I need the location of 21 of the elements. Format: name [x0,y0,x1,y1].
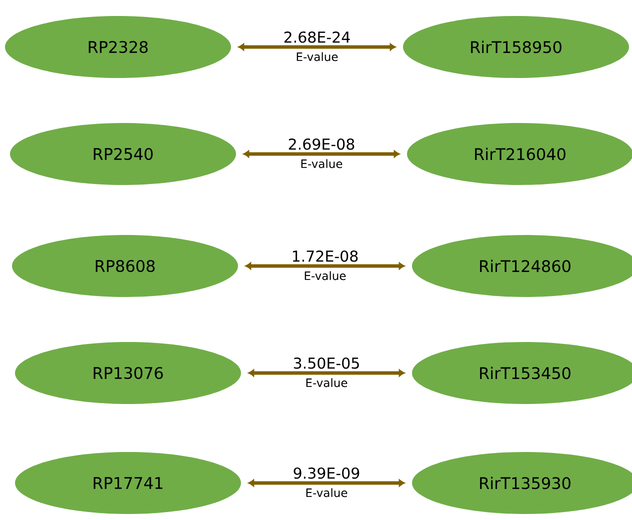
edge-label: 2.68E-24 [284,31,350,43]
edge-caption: E-value [304,271,346,280]
edge-caption: E-value [301,159,342,168]
oval-node: RirT158950 [403,16,629,78]
edge-label: 9.39E-09 [294,467,360,479]
edge-label: 3.50E-05 [294,357,359,369]
edge-label: 2.69E-08 [288,138,354,150]
double-arrow [245,262,405,270]
double-arrow [238,43,396,50]
double-arrow [243,150,400,158]
double-arrow [248,480,405,486]
double-arrow [248,370,405,376]
oval-node: RP8608 [12,235,238,297]
edge-caption: E-value [306,488,348,498]
oval-node: RP2540 [10,123,236,185]
edge-label: 1.72E-08 [292,250,358,262]
oval-node: RP2328 [5,16,231,78]
oval-node: RP17741 [15,452,241,514]
oval-node: RP13076 [15,342,241,404]
edge-caption: E-value [306,378,348,388]
edge-caption: E-value [296,52,338,62]
